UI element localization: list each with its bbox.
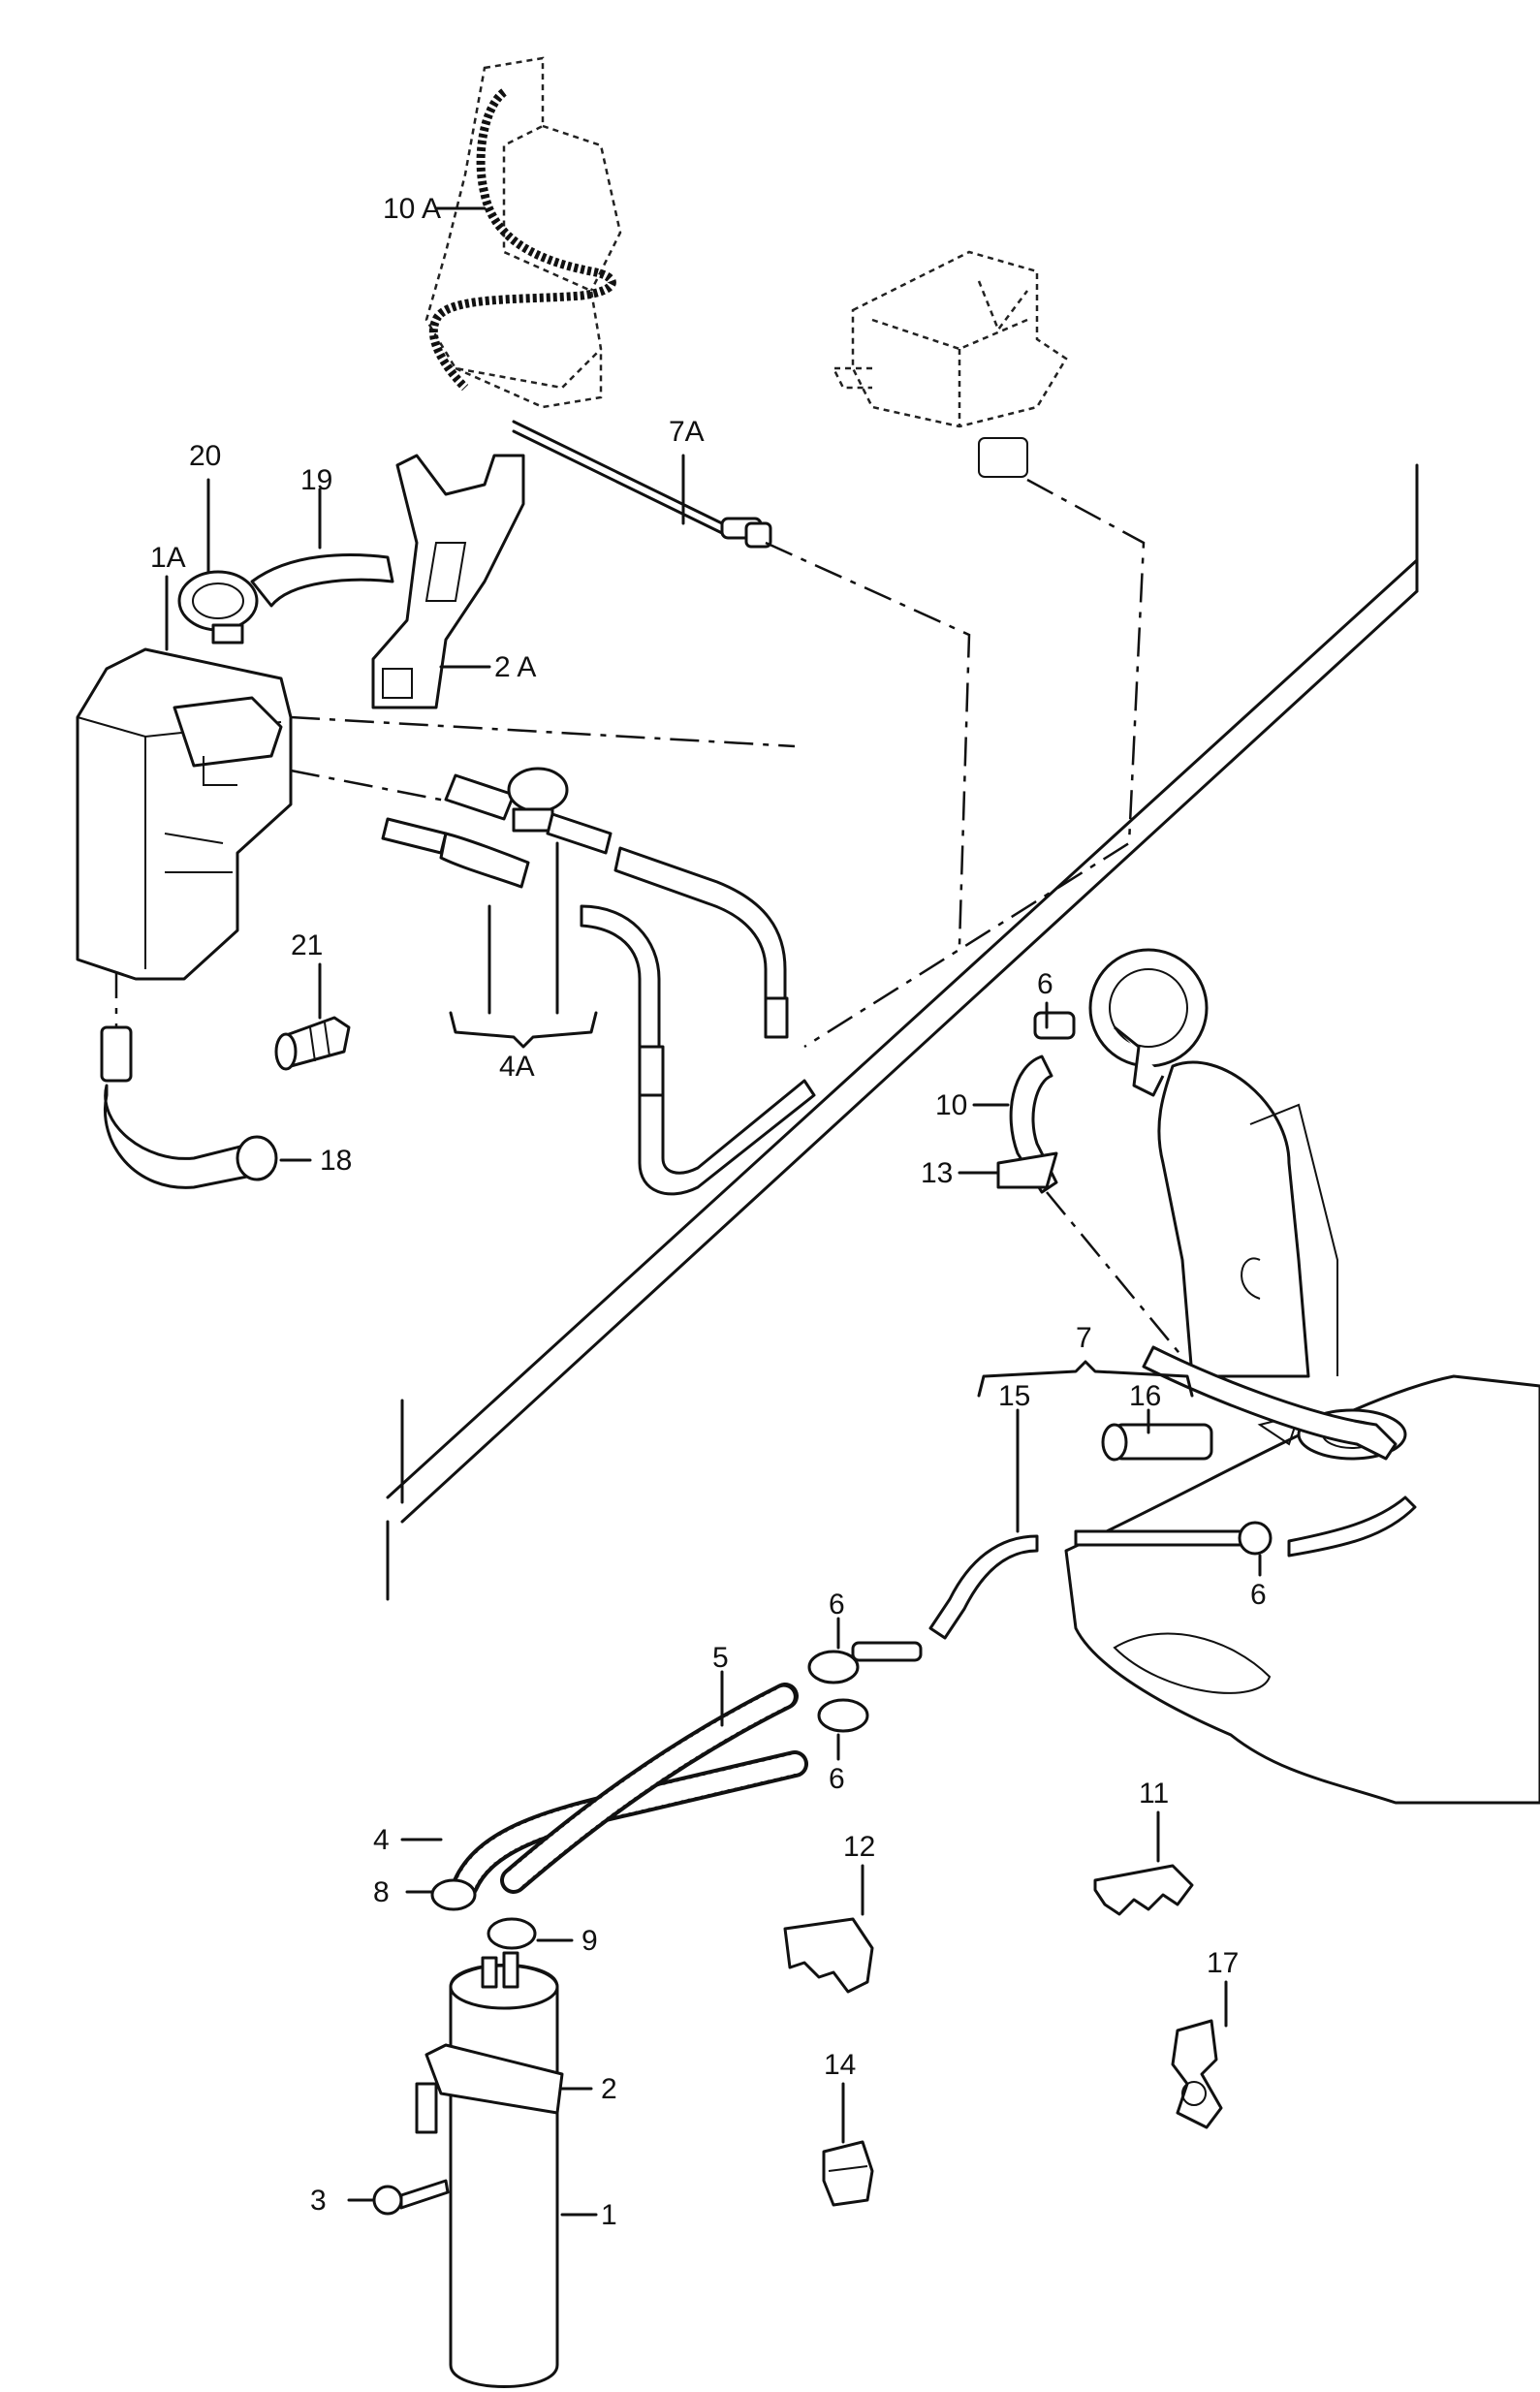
clip-11 bbox=[1093, 1864, 1194, 1916]
label-10: 10 bbox=[935, 1089, 967, 1121]
bracket-4a bbox=[449, 841, 598, 1049]
label-7a: 7A bbox=[669, 416, 705, 448]
clip-12 bbox=[783, 1917, 874, 1994]
hose-5 bbox=[500, 1683, 799, 1894]
part-labels: 10 A 20 19 7A 1A 2 A 21 4A 18 6 10 13 7 … bbox=[150, 193, 1267, 2231]
label-5: 5 bbox=[712, 1642, 729, 1674]
hose-18 bbox=[100, 1025, 312, 1189]
label-6-top: 6 bbox=[1037, 968, 1053, 1000]
label-19: 19 bbox=[300, 464, 332, 496]
clip-14 bbox=[822, 2140, 874, 2207]
rod-7a bbox=[512, 420, 772, 549]
label-18: 18 bbox=[320, 1145, 352, 1177]
screw-3 bbox=[372, 2179, 450, 2216]
label-1: 1 bbox=[601, 2199, 617, 2231]
reservoir-1a bbox=[76, 647, 293, 981]
label-14: 14 bbox=[824, 2049, 856, 2081]
hose-19 bbox=[250, 553, 394, 608]
label-16: 16 bbox=[1129, 1380, 1161, 1412]
label-21: 21 bbox=[291, 929, 323, 961]
clamp-9 bbox=[487, 1917, 537, 1950]
label-3: 3 bbox=[310, 2185, 327, 2217]
label-2: 2 bbox=[601, 2073, 617, 2105]
label-15: 15 bbox=[998, 1380, 1030, 1412]
label-8: 8 bbox=[373, 1876, 390, 1908]
air-filter-housing bbox=[831, 250, 1068, 478]
label-4: 4 bbox=[373, 1824, 390, 1856]
label-12: 12 bbox=[843, 1831, 875, 1863]
label-6-lower: 6 bbox=[829, 1763, 845, 1795]
label-2a: 2 A bbox=[494, 651, 536, 683]
label-7: 7 bbox=[1076, 1322, 1092, 1354]
fitting-21 bbox=[274, 962, 351, 1071]
label-9: 9 bbox=[581, 1925, 598, 1957]
label-6-mid: 6 bbox=[829, 1589, 845, 1621]
section-frame-lines bbox=[386, 463, 1419, 1601]
leader-lines bbox=[165, 206, 1262, 2217]
clamp-20 bbox=[177, 570, 259, 645]
label-13: 13 bbox=[921, 1157, 953, 1189]
bracket-2a bbox=[371, 454, 525, 709]
engine-outline-top bbox=[424, 56, 622, 409]
hoses-4a bbox=[381, 767, 816, 1196]
wiring-harness-10a bbox=[428, 88, 616, 392]
clamps-6-mid bbox=[807, 1641, 923, 1733]
label-17: 17 bbox=[1207, 1947, 1239, 1979]
canister-1 bbox=[449, 1951, 559, 2388]
clamp-8 bbox=[430, 1878, 477, 1911]
label-10a: 10 A bbox=[383, 193, 441, 225]
clip-17 bbox=[1171, 2019, 1223, 2129]
line-assembly-7 bbox=[928, 1345, 1417, 1640]
filler-neck-assembly bbox=[1088, 948, 1338, 1378]
assembly-center-lines bbox=[114, 478, 1183, 1358]
label-20: 20 bbox=[189, 440, 221, 472]
label-6-right: 6 bbox=[1250, 1579, 1267, 1611]
label-4a: 4A bbox=[499, 1051, 535, 1083]
grommet-13 bbox=[996, 1151, 1058, 1189]
label-11: 11 bbox=[1139, 1778, 1169, 1810]
bracket-2 bbox=[415, 2043, 564, 2134]
label-1a: 1A bbox=[150, 542, 186, 574]
